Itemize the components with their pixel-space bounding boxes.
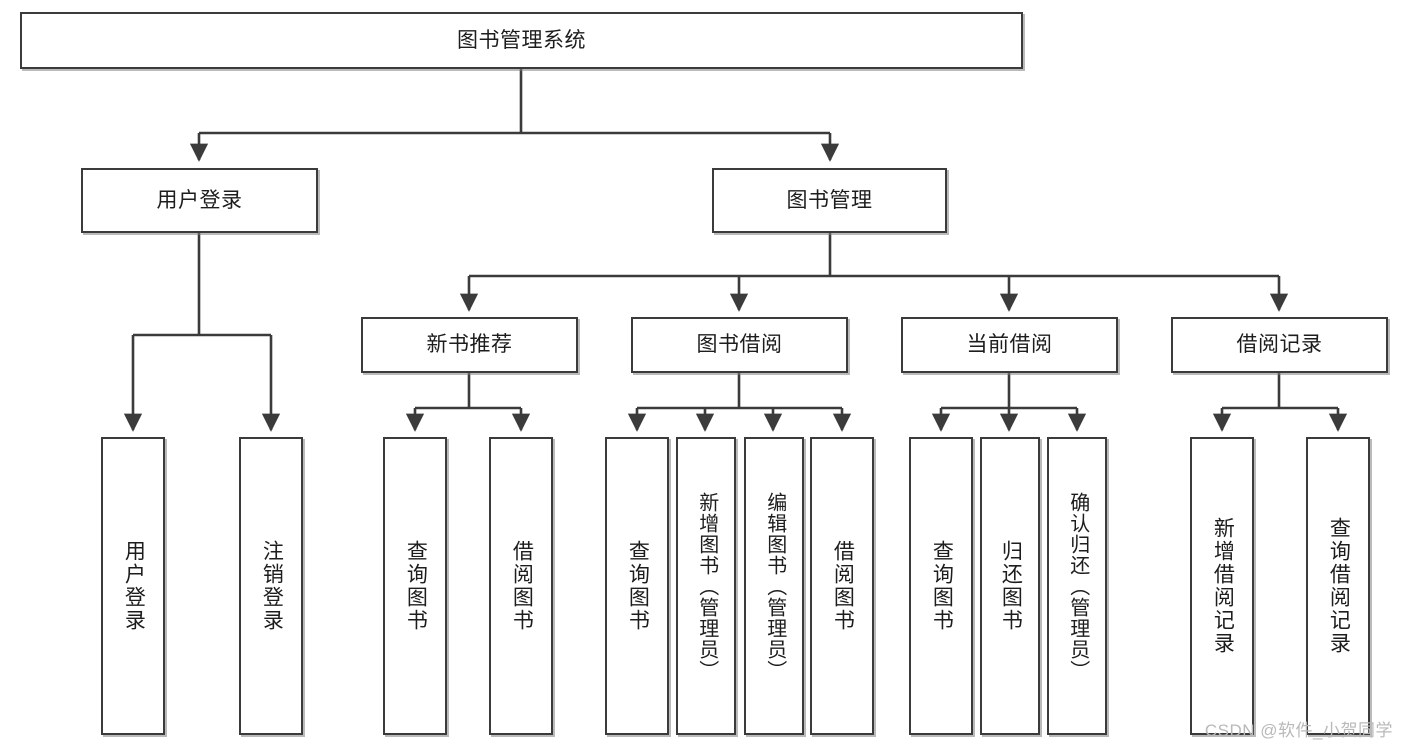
leaf-borrow-book-1-label: 借阅图书 [510,540,534,632]
leaf-query-book-3[interactable]: 查询图书 [909,437,973,735]
leaf-user-login[interactable]: 用户登录 [101,437,165,735]
leaf-borrow-book-1[interactable]: 借阅图书 [489,437,553,735]
leaf-logout-label: 注销登录 [260,540,284,632]
node-root-label: 图书管理系统 [457,28,586,52]
node-current-borrow[interactable]: 当前借阅 [901,317,1118,373]
node-book-borrow-label: 图书借阅 [696,333,783,357]
leaf-return-book[interactable]: 归还图书 [980,437,1040,735]
leaf-query-book-3-label: 查询图书 [930,540,954,632]
leaf-user-login-label: 用户登录 [122,540,146,632]
leaf-edit-book-label: 编辑图书（管理员） [763,491,786,681]
node-borrow-record-label: 借阅记录 [1236,333,1323,357]
leaf-add-record-label: 新增借阅记录 [1211,517,1235,655]
leaf-query-record[interactable]: 查询借阅记录 [1306,437,1370,735]
leaf-borrow-book-2[interactable]: 借阅图书 [810,437,874,735]
node-new-book-recommendation-label: 新书推荐 [426,333,513,357]
node-book-management-label: 图书管理 [786,188,873,212]
node-borrow-record[interactable]: 借阅记录 [1171,317,1388,373]
leaf-logout[interactable]: 注销登录 [239,437,303,735]
leaf-query-book-1[interactable]: 查询图书 [383,437,447,735]
node-book-management[interactable]: 图书管理 [712,168,947,233]
node-user-login[interactable]: 用户登录 [81,168,318,233]
node-new-book-recommendation[interactable]: 新书推荐 [361,317,578,373]
leaf-confirm-return[interactable]: 确认归还（管理员） [1047,437,1107,735]
leaf-query-record-label: 查询借阅记录 [1327,517,1351,655]
leaf-query-book-1-label: 查询图书 [404,540,428,632]
node-user-login-label: 用户登录 [156,188,243,212]
leaf-borrow-book-2-label: 借阅图书 [831,540,855,632]
leaf-add-book-label: 新增图书（管理员） [695,491,718,681]
leaf-query-book-2[interactable]: 查询图书 [605,437,669,735]
leaf-return-book-label: 归还图书 [999,540,1023,632]
node-root[interactable]: 图书管理系统 [20,12,1023,69]
leaf-add-book[interactable]: 新增图书（管理员） [676,437,736,735]
watermark: CSDN @软件_小贺同学 [1204,721,1393,740]
leaf-confirm-return-label: 确认归还（管理员） [1066,491,1089,681]
leaf-add-record[interactable]: 新增借阅记录 [1190,437,1254,735]
leaf-query-book-2-label: 查询图书 [626,540,650,632]
node-book-borrow[interactable]: 图书借阅 [631,317,848,373]
node-current-borrow-label: 当前借阅 [966,333,1053,357]
leaf-edit-book[interactable]: 编辑图书（管理员） [744,437,804,735]
